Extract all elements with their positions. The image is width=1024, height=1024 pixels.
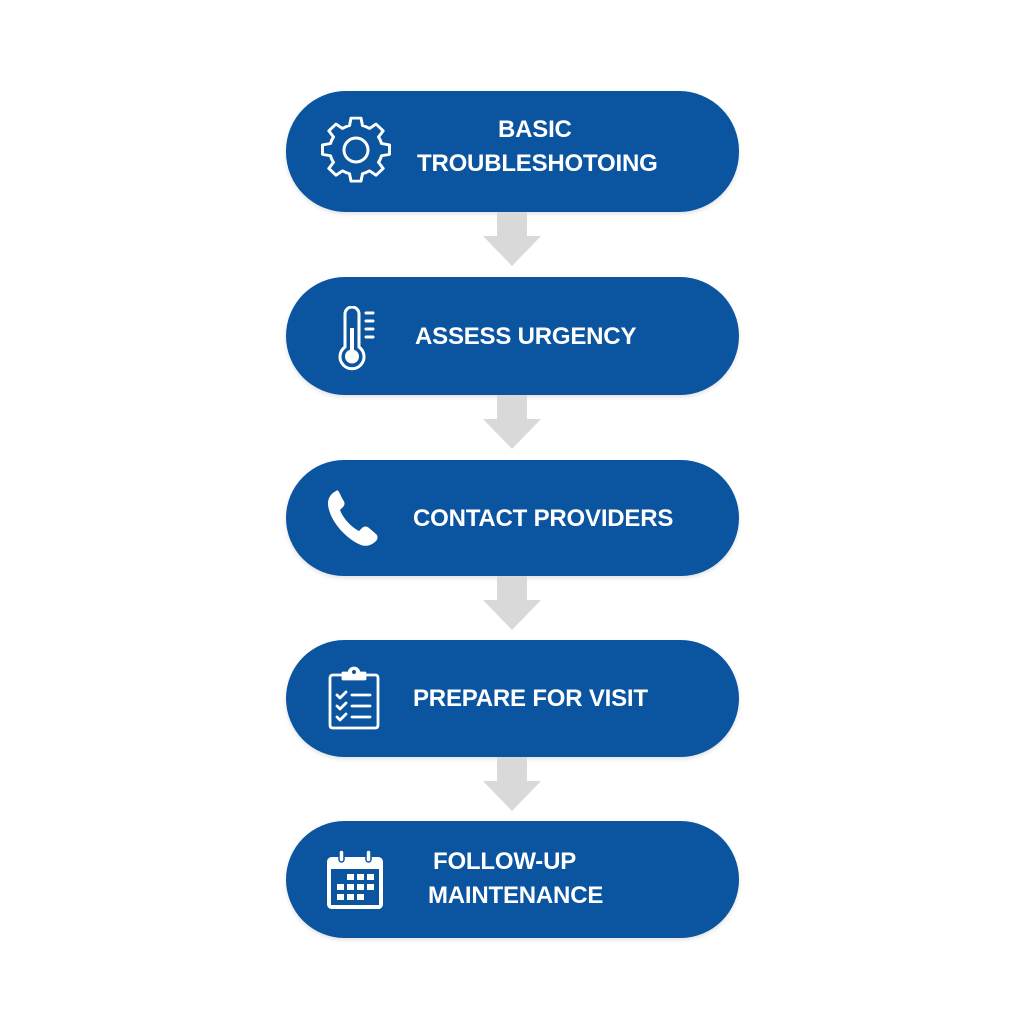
step-label-line2: MAINTENANCE — [428, 882, 604, 909]
flow-step-prepare-for-visit: PREPARE FOR VISIT — [286, 640, 739, 757]
step-label: ASSESS URGENCY — [415, 323, 637, 350]
arrow-down-icon — [483, 757, 541, 811]
arrow-down-icon — [483, 212, 541, 266]
step-label-line1: BASIC — [498, 116, 572, 143]
calendar-icon — [327, 850, 383, 909]
step-label: CONTACT PROVIDERS — [413, 505, 674, 532]
arrow-down-icon — [483, 576, 541, 630]
arrow-down-icon — [483, 395, 541, 449]
flow-step-assess-urgency: ASSESS URGENCY — [286, 277, 739, 395]
step-label-line1: FOLLOW-UP — [433, 848, 577, 875]
step-label-line2: TROUBLESHOTOING — [417, 150, 658, 177]
thermometer-icon — [338, 306, 375, 371]
gear-icon — [321, 116, 391, 183]
flow-step-contact-providers: CONTACT PROVIDERS — [286, 460, 739, 576]
phone-icon — [328, 490, 378, 546]
flow-step-follow-up-maintenance: FOLLOW-UP MAINTENANCE — [286, 821, 739, 938]
step-label: PREPARE FOR VISIT — [413, 685, 648, 712]
clipboard-checklist-icon — [328, 666, 380, 730]
flow-step-basic-troubleshooting: BASIC TROUBLESHOTOING — [286, 91, 739, 212]
